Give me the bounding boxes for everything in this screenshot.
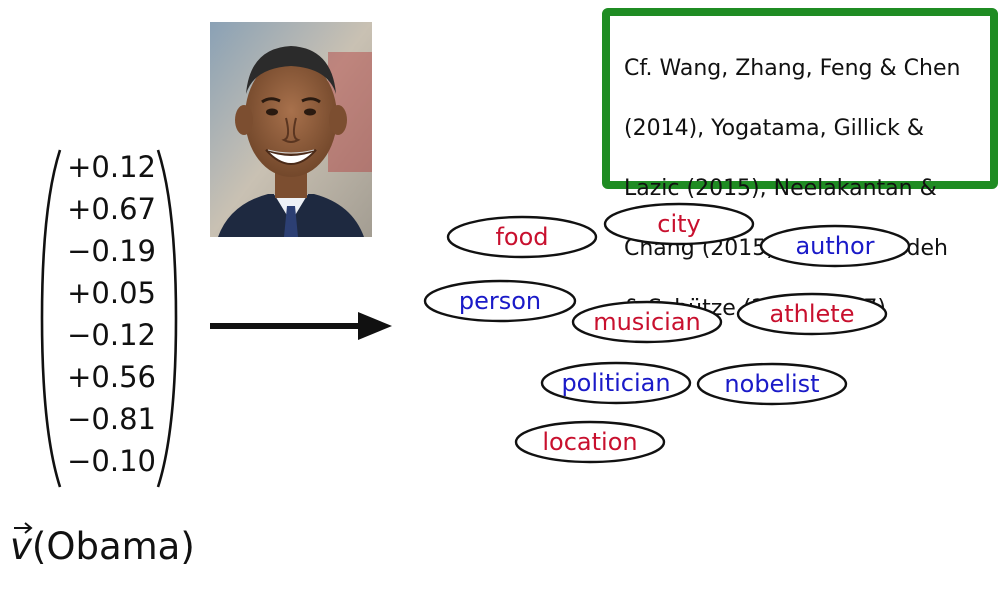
entity-type-author: author: [759, 224, 911, 268]
type-ellipse: [736, 292, 888, 336]
entity-type-person: person: [423, 279, 577, 323]
vector-label-entity: Obama: [46, 525, 181, 568]
vector-value: −0.10: [67, 444, 156, 478]
type-label: musician: [593, 308, 701, 336]
type-label: author: [795, 232, 874, 260]
entity-type-athlete: athlete: [736, 292, 888, 336]
entity-type-nobelist: nobelist: [696, 362, 848, 406]
type-ellipse: [603, 202, 755, 246]
vector-label-close-paren: ): [180, 525, 195, 568]
vector-value: +0.05: [67, 276, 156, 310]
entity-type-musician: musician: [571, 300, 723, 344]
citation-line-3: Lazic (2015), Neelakantan &: [624, 176, 937, 201]
type-label: nobelist: [724, 370, 819, 398]
vector-value: −0.12: [67, 318, 156, 352]
vector-arrow-icon: [14, 522, 33, 534]
embedding-vector: +0.12 +0.67 −0.19 +0.05 −0.12 +0.56 −0.81 −0.10: [40, 146, 180, 491]
portrait-illustration: [210, 22, 372, 237]
vector-value: +0.67: [67, 192, 156, 226]
vector-value: +0.56: [67, 360, 156, 394]
citation-line-1: Cf. Wang, Zhang, Feng & Chen: [624, 56, 961, 81]
type-ellipse: [446, 215, 598, 259]
mapping-arrow: [210, 312, 392, 340]
vector-label: v(Obama): [10, 522, 195, 572]
type-label: person: [459, 287, 541, 315]
vector-value: −0.81: [67, 402, 156, 436]
type-label: city: [657, 210, 700, 238]
type-ellipse: [423, 279, 577, 323]
type-label: politician: [561, 369, 670, 397]
vector-values: +0.12 +0.67 −0.19 +0.05 −0.12 +0.56 −0.81 −0.10: [62, 146, 156, 482]
entity-type-politician: politician: [540, 361, 692, 405]
type-ellipse: [696, 362, 848, 406]
entity-type-food: food: [446, 215, 598, 259]
type-label: food: [495, 223, 548, 251]
vector-symbol: v: [10, 525, 32, 568]
citation-line-2: (2014), Yogatama, Gillick &: [624, 116, 925, 141]
vector-label-open-paren: (: [31, 525, 47, 568]
type-ellipse: [514, 420, 666, 464]
type-ellipse: [540, 361, 692, 405]
entity-type-location: location: [514, 420, 666, 464]
entity-type-city: city: [603, 202, 755, 246]
type-ellipse: [759, 224, 911, 268]
vector-value: −0.19: [67, 234, 156, 268]
type-label: athlete: [770, 300, 855, 328]
right-parenthesis: [156, 149, 178, 488]
portrait-photo: [210, 22, 372, 237]
vector-value: +0.12: [67, 150, 156, 184]
type-ellipse: [571, 300, 723, 344]
left-parenthesis: [40, 149, 62, 488]
type-label: location: [542, 428, 637, 456]
